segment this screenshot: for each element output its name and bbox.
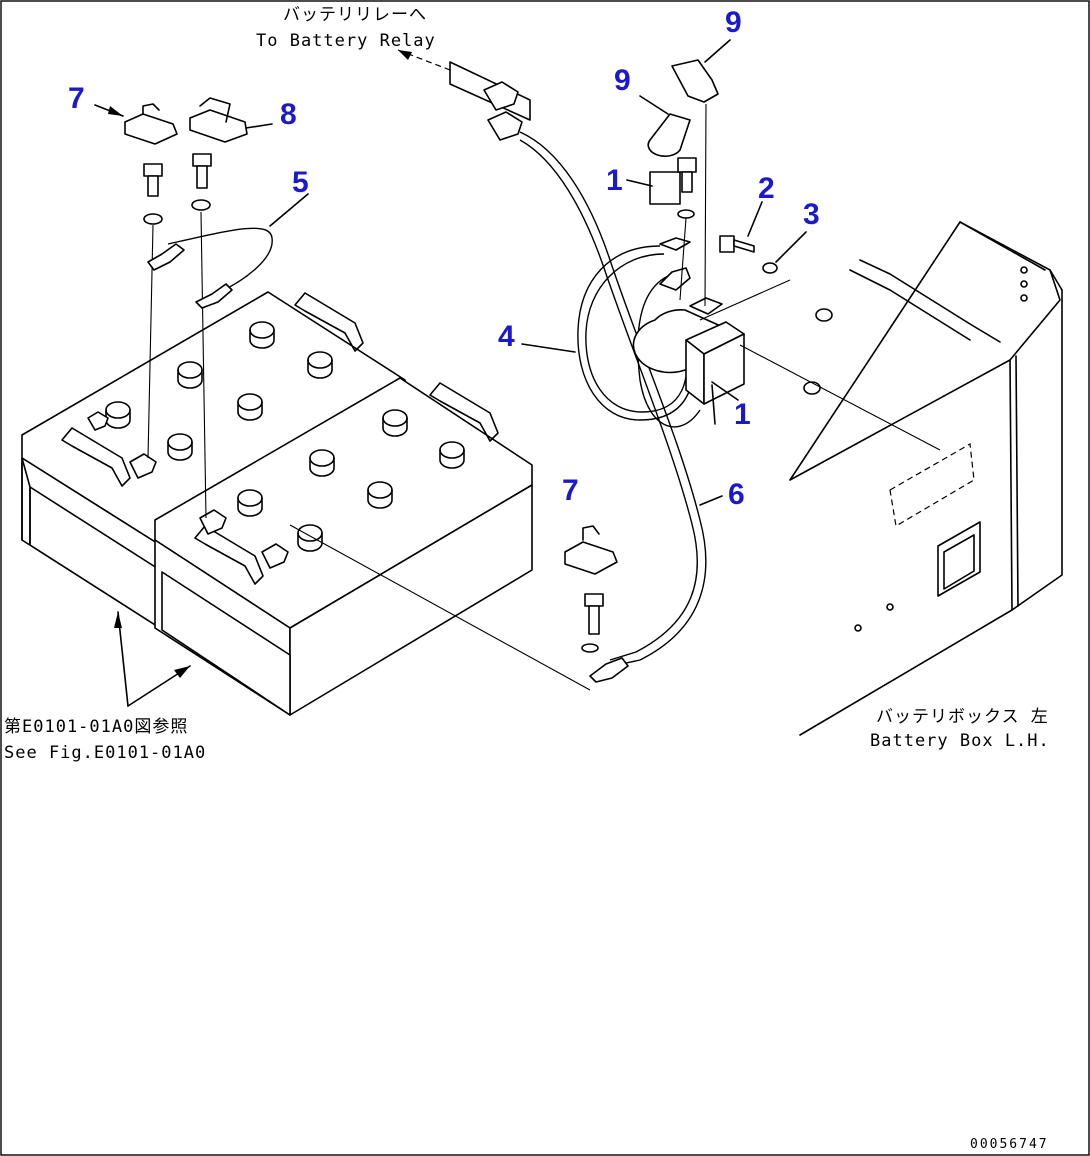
battery-right <box>154 377 533 716</box>
battery-left-caps <box>105 321 333 461</box>
cable-6 <box>519 131 723 683</box>
callout-6: 6 <box>728 478 745 511</box>
cable-4 <box>521 245 701 428</box>
battery-box-lh <box>739 221 1063 736</box>
bolt-left-1 <box>143 163 163 225</box>
callout-7-left: 7 <box>68 82 85 115</box>
callout-9-top: 9 <box>725 6 742 39</box>
callout-3: 3 <box>803 198 820 231</box>
note-see-fig-jp: 第E0101-01A0図参照 <box>4 717 188 737</box>
note-battery-box-jp: バッテリボックス 左 <box>876 707 1049 727</box>
callout-2: 2 <box>758 172 775 205</box>
boot-9-a <box>671 39 731 307</box>
note-see-fig-en: See Fig.E0101-01A0 <box>4 743 206 763</box>
note-battery-relay-en: To Battery Relay <box>256 31 436 51</box>
washer-3 <box>699 231 807 321</box>
bolt-2 <box>719 201 763 253</box>
battery-right-caps <box>237 409 465 552</box>
callout-labels: 7 8 5 9 9 1 2 3 4 1 6 7 <box>68 6 820 511</box>
note-battery-relay-jp: バッテリリレーへ <box>283 5 427 25</box>
note-battery-box-en: Battery Box L.H. <box>870 731 1050 751</box>
terminal-8 <box>189 97 273 143</box>
see-fig-arrows <box>114 611 191 707</box>
callout-8: 8 <box>280 98 297 131</box>
callout-7-lower: 7 <box>562 474 579 507</box>
cable-5 <box>147 193 309 309</box>
callout-1-top: 1 <box>606 164 623 197</box>
bolt-1-label-area <box>649 157 697 301</box>
terminal-7-lower <box>564 525 618 635</box>
callout-9-mid: 9 <box>614 64 631 97</box>
callout-4: 4 <box>498 320 515 353</box>
drawing-code: 00056747 <box>970 1137 1049 1152</box>
battery-relay-assembly <box>632 297 745 425</box>
battery-left <box>21 291 406 629</box>
callout-1-bottom: 1 <box>734 398 751 431</box>
bolt-left-2 <box>191 153 212 211</box>
callout-5: 5 <box>292 166 309 199</box>
boot-9-b <box>639 95 691 157</box>
wire-lug-center <box>659 237 691 291</box>
terminal-7-left <box>94 103 178 145</box>
relay-connector <box>397 49 531 141</box>
